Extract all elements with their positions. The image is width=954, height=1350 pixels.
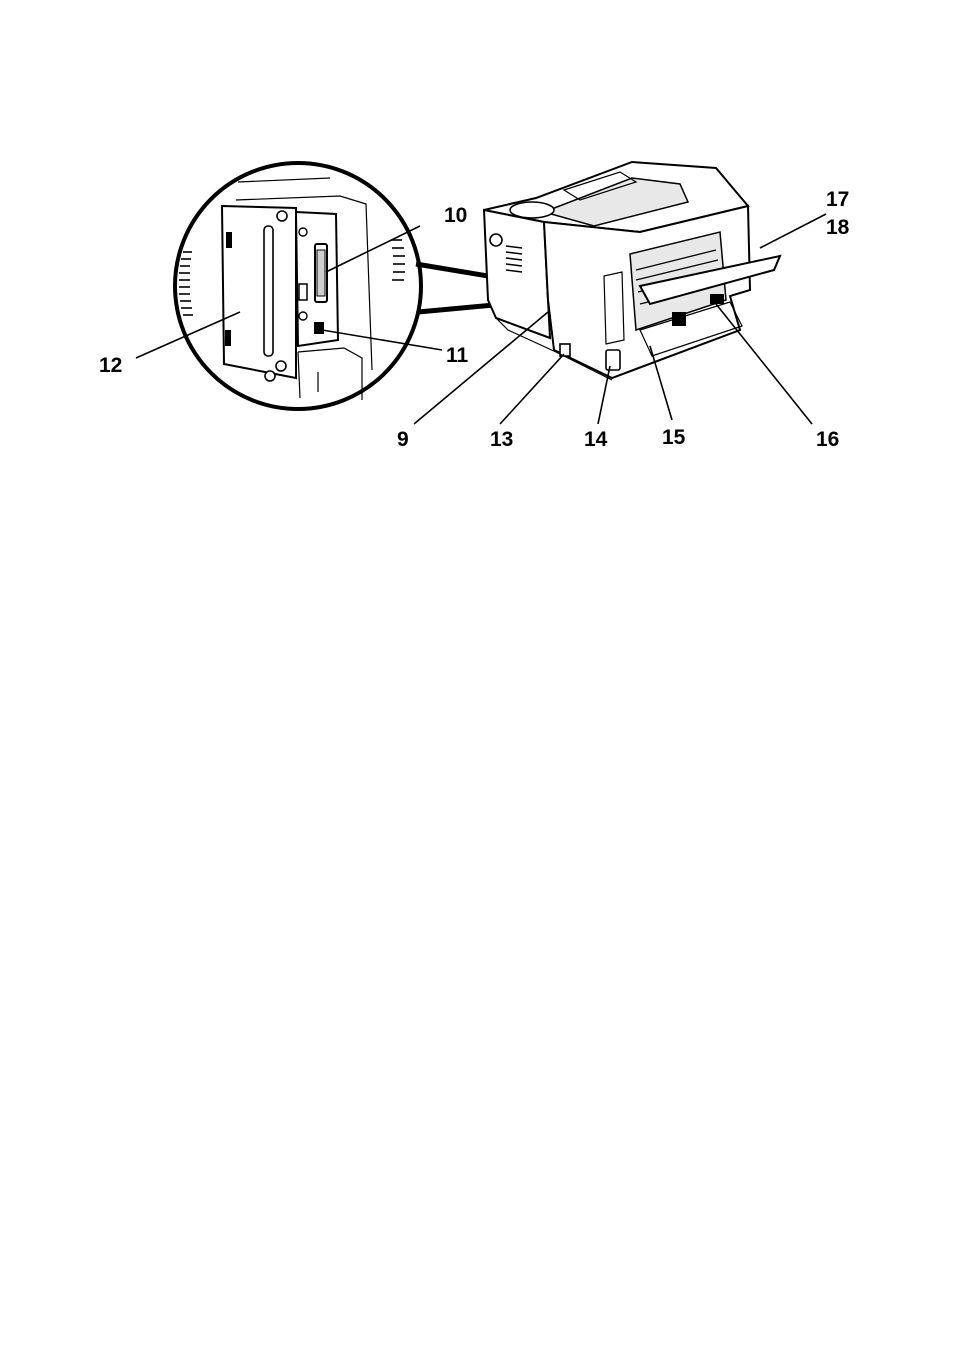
printer-illustration [484, 162, 780, 380]
ac-socket [606, 350, 620, 370]
callout-11: 11 [446, 344, 469, 367]
callout-16: 16 [816, 428, 839, 451]
interface-panel [296, 212, 338, 346]
callout-13: 13 [490, 428, 513, 451]
callout-14: 14 [584, 428, 608, 451]
callout-9: 9 [397, 428, 409, 451]
callout-18: 18 [826, 216, 850, 239]
callout-15: 15 [662, 426, 686, 449]
callout-10: 10 [444, 204, 467, 227]
callout-12: 12 [99, 354, 122, 377]
expansion-card-panel [222, 206, 296, 381]
callout-17: 17 [826, 188, 849, 211]
usb-port-detail [314, 322, 324, 334]
